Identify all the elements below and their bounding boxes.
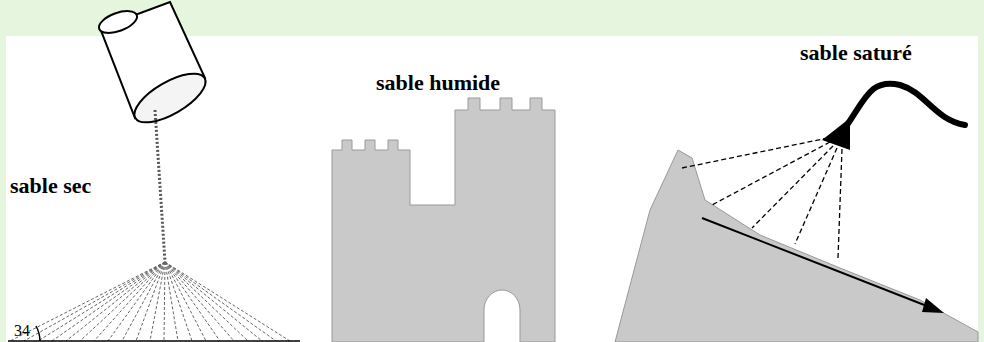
sand-castle (332, 98, 555, 342)
saturated-slope (615, 150, 978, 342)
flow-arrow (702, 218, 932, 308)
state-label: sable saturé (800, 42, 912, 64)
angle-arc (36, 326, 40, 341)
sand-cone (10, 262, 290, 341)
ground-line (8, 340, 300, 342)
water-spray (682, 138, 842, 258)
flow-arrowhead (922, 298, 944, 313)
state-label: sable sec (10, 175, 91, 197)
hose (845, 84, 965, 128)
sand-stream (155, 110, 165, 262)
hose-nozzle (822, 118, 850, 150)
angle-value: 34 (14, 323, 30, 339)
state-label: sable humide (376, 72, 500, 94)
bucket (96, 2, 213, 132)
